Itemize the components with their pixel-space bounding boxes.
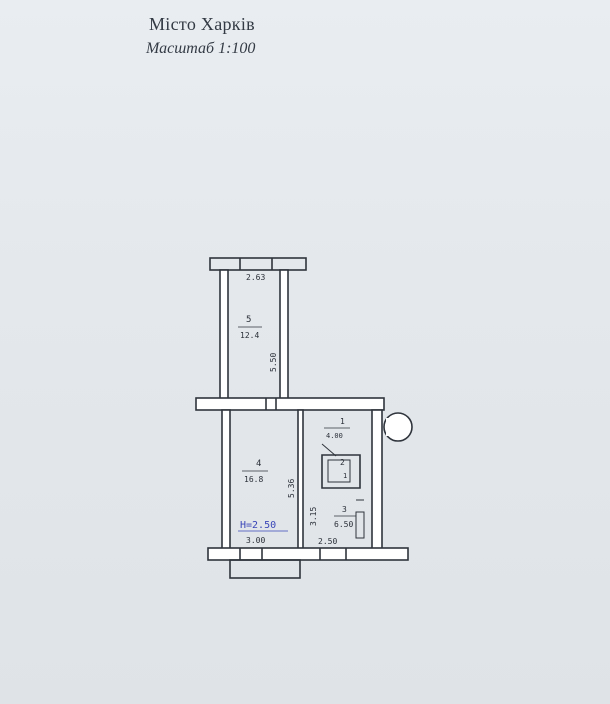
dim-room5-width: 2.63 [246,273,265,282]
dim-room4-width: 3.00 [246,536,265,545]
room2-area: 1 [343,472,347,480]
room5-left-wall [219,269,229,401]
dim-room4-depth: 5.36 [287,479,296,498]
dim-room5-length: 5.50 [269,353,278,372]
ceiling-height: H=2.50 [240,520,276,531]
room3-area: 6.50 [334,520,353,529]
partition-wall [297,409,304,551]
dim-room3-depth: 3.15 [309,507,318,526]
room1-number: 1 [340,417,345,426]
city-title: Місто Харків [149,14,255,34]
dim-room3-width: 2.50 [318,537,337,546]
bottom-wall [207,547,409,561]
room5-number: 5 [246,315,251,325]
scale-label: Масштаб 1:100 [146,40,256,57]
entrance-redaction [386,418,406,436]
bottom-window [229,559,301,579]
top-window-sill [209,257,307,271]
left-outer-wall [221,409,231,551]
room3-number: 3 [342,505,347,514]
room4-number: 4 [256,459,261,469]
bathroom-block [321,454,361,489]
room1-area: 4.00 [326,432,343,440]
room4-area: 16.8 [244,475,263,484]
room5-area: 12.4 [240,331,259,340]
middle-wall [195,397,385,411]
right-outer-wall [371,409,383,551]
room5-right-wall [279,269,289,401]
room2-number: 2 [340,458,345,467]
